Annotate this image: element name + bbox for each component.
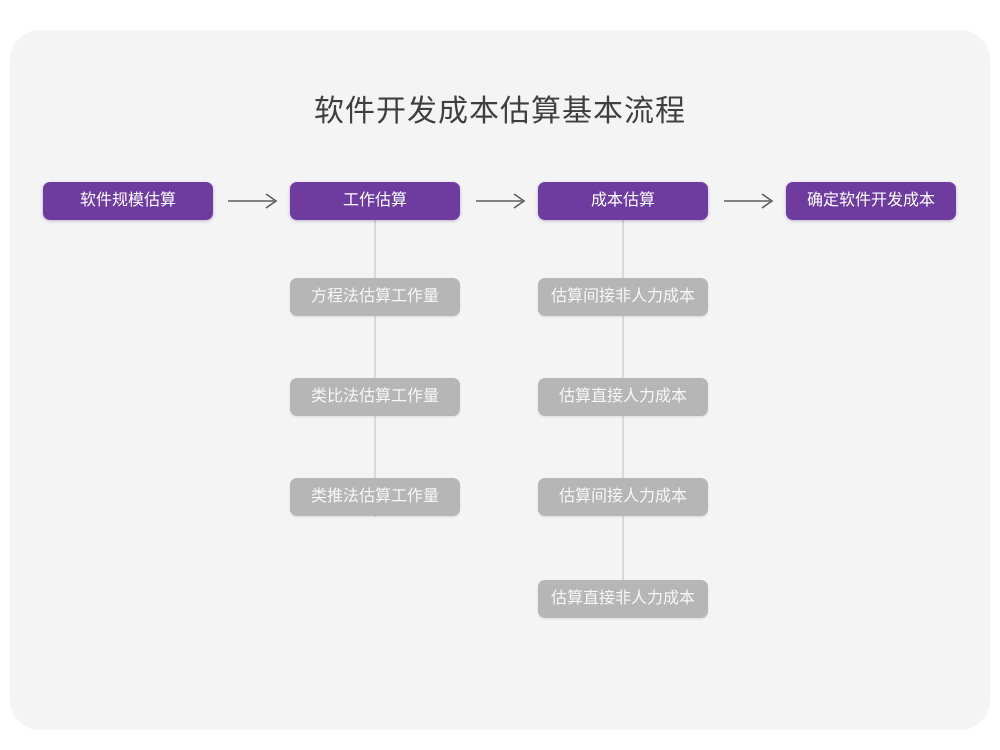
diagram-card-background <box>10 30 990 730</box>
node-stage-2-substep-2[interactable]: 类比法估算工作量 <box>290 378 460 416</box>
connector-line-stage2 <box>374 212 376 517</box>
node-stage-3[interactable]: 成本估算 <box>538 182 708 220</box>
arrow-stage3-to-stage4 <box>722 190 778 212</box>
node-stage-3-substep-2[interactable]: 估算直接人力成本 <box>538 378 708 416</box>
page-title: 软件开发成本估算基本流程 <box>314 95 686 128</box>
node-stage-2-substep-1-label: 方程法估算工作量 <box>310 288 439 305</box>
node-stage-3-substep-4[interactable]: 估算直接非人力成本 <box>538 580 708 618</box>
node-stage-3-substep-4-label: 估算直接非人力成本 <box>550 590 695 607</box>
node-stage-3-substep-3[interactable]: 估算间接人力成本 <box>538 478 708 516</box>
node-stage-4[interactable]: 确定软件开发成本 <box>786 182 956 220</box>
arrow-stage2-to-stage3 <box>474 190 530 212</box>
node-stage-3-substep-3-label: 估算间接人力成本 <box>558 488 687 505</box>
node-stage-2-substep-3[interactable]: 类推法估算工作量 <box>290 478 460 516</box>
node-stage-4-label: 确定软件开发成本 <box>806 192 935 209</box>
node-stage-3-substep-1-label: 估算间接非人力成本 <box>550 288 695 305</box>
node-stage-1-label: 软件规模估算 <box>79 192 176 209</box>
node-stage-2-substep-2-label: 类比法估算工作量 <box>310 388 439 405</box>
node-stage-3-label: 成本估算 <box>590 192 655 209</box>
node-stage-2-substep-3-label: 类推法估算工作量 <box>310 488 439 505</box>
node-stage-2-label: 工作估算 <box>342 192 407 209</box>
node-stage-1[interactable]: 软件规模估算 <box>43 182 213 220</box>
node-stage-2[interactable]: 工作估算 <box>290 182 460 220</box>
node-stage-3-substep-2-label: 估算直接人力成本 <box>558 388 687 405</box>
node-stage-2-substep-1[interactable]: 方程法估算工作量 <box>290 278 460 316</box>
arrow-stage1-to-stage2 <box>226 190 282 212</box>
node-stage-3-substep-1[interactable]: 估算间接非人力成本 <box>538 278 708 316</box>
